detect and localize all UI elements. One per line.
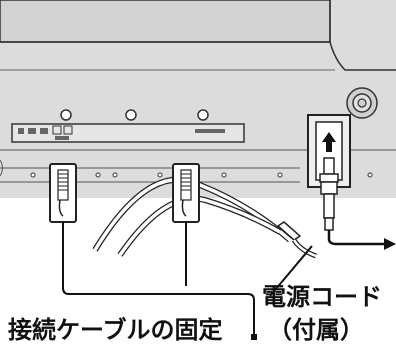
arrow-right-icon bbox=[384, 238, 396, 250]
power-cord-label: 電源コード bbox=[262, 283, 382, 311]
leader-lines bbox=[62, 222, 313, 334]
power-cord-included-label: （付属） bbox=[268, 316, 364, 344]
cable-clamp-left bbox=[49, 163, 77, 223]
vent-hole-icon bbox=[30, 172, 373, 178]
mounting-screw-icon bbox=[60, 109, 209, 121]
display-rear-recess bbox=[0, 0, 331, 43]
cable-fixing-label: 接続ケーブルの固定 bbox=[8, 316, 223, 344]
display-rear-body bbox=[0, 0, 396, 198]
round-jack-icon bbox=[346, 87, 378, 119]
cable-clamp-middle bbox=[172, 163, 200, 223]
terminal-strip bbox=[11, 123, 245, 143]
power-plug bbox=[319, 157, 339, 231]
power-cord-line bbox=[327, 230, 388, 246]
leader-end-marker bbox=[251, 334, 257, 340]
